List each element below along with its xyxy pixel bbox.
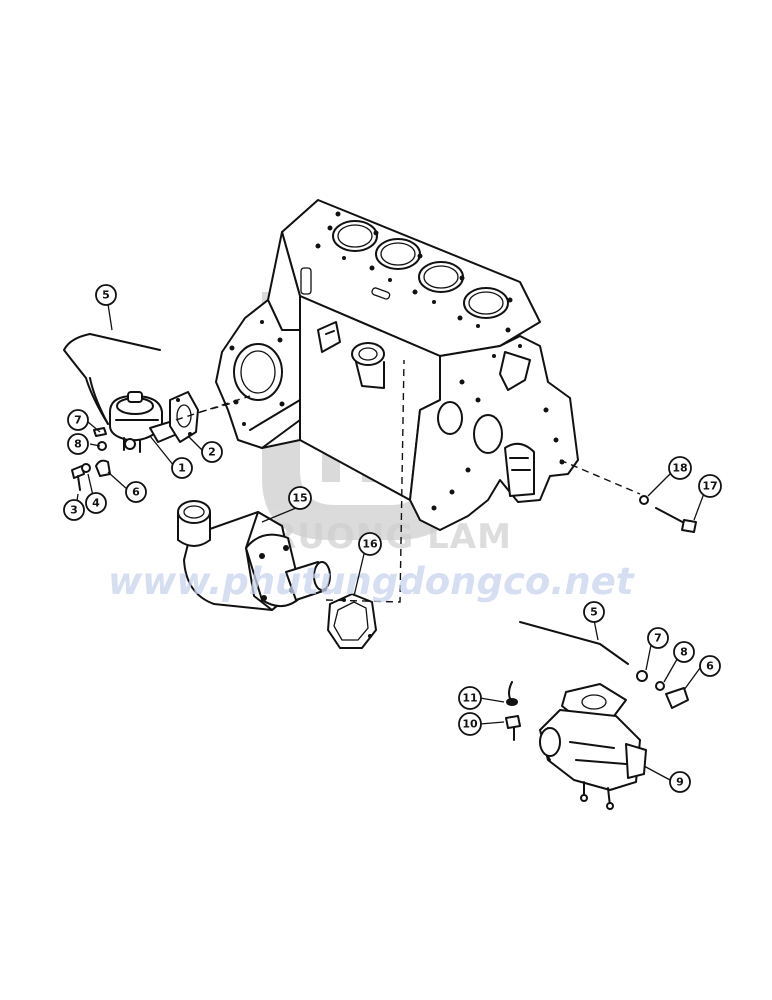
callout-2: 2 [201, 441, 223, 463]
svg-text:17: 17 [702, 480, 717, 493]
callout-5-right: 5 [583, 601, 605, 623]
callout-8-left: 8 [67, 433, 89, 455]
fuel-pump-gasket [169, 391, 199, 443]
carburetor-screw [505, 698, 521, 741]
callout-8-right: 8 [673, 641, 695, 663]
fuel-line-left [63, 333, 161, 425]
fuel-line-right [519, 621, 629, 665]
callout-18: 18 [668, 456, 692, 480]
svg-text:6: 6 [132, 486, 140, 499]
svg-text:7: 7 [74, 414, 82, 427]
callout-7-left: 7 [67, 409, 89, 431]
callout-11: 11 [458, 686, 482, 710]
callout-16: 16 [358, 532, 382, 556]
callout-7-right: 7 [647, 627, 669, 649]
assembly-lines [175, 359, 641, 603]
watermark-url: www.phutungdongco.net [108, 560, 635, 603]
callout-6-left: 6 [125, 481, 147, 503]
callout-4: 4 [85, 492, 107, 514]
svg-text:3: 3 [70, 504, 78, 517]
mounting-bolt [639, 495, 697, 533]
svg-text:7: 7 [654, 632, 662, 645]
starter-assembly [177, 500, 331, 611]
svg-text:18: 18 [672, 462, 687, 475]
callout-3: 3 [63, 499, 85, 521]
svg-text:5: 5 [102, 289, 110, 302]
callout-6-right: 6 [699, 655, 721, 677]
callout-9: 9 [669, 771, 691, 793]
svg-text:11: 11 [462, 692, 477, 705]
svg-text:2: 2 [208, 446, 216, 459]
callout-15: 15 [288, 486, 312, 510]
fuel-pump [109, 391, 183, 453]
fuel-pump-fittings [71, 427, 111, 491]
callout-1: 1 [171, 457, 193, 479]
svg-text:8: 8 [74, 438, 82, 451]
carburetor [539, 683, 647, 810]
svg-text:4: 4 [92, 497, 100, 510]
svg-text:5: 5 [590, 606, 598, 619]
svg-text:10: 10 [462, 718, 478, 731]
svg-text:9: 9 [676, 776, 684, 789]
engine-block [215, 199, 579, 531]
svg-text:6: 6 [706, 660, 714, 673]
svg-text:16: 16 [362, 538, 378, 551]
svg-text:15: 15 [292, 492, 307, 505]
svg-text:1: 1 [178, 462, 186, 475]
svg-text:8: 8 [680, 646, 688, 659]
callout-17: 17 [698, 474, 722, 498]
callout-10: 10 [458, 712, 482, 736]
callout-5-left: 5 [95, 284, 117, 306]
